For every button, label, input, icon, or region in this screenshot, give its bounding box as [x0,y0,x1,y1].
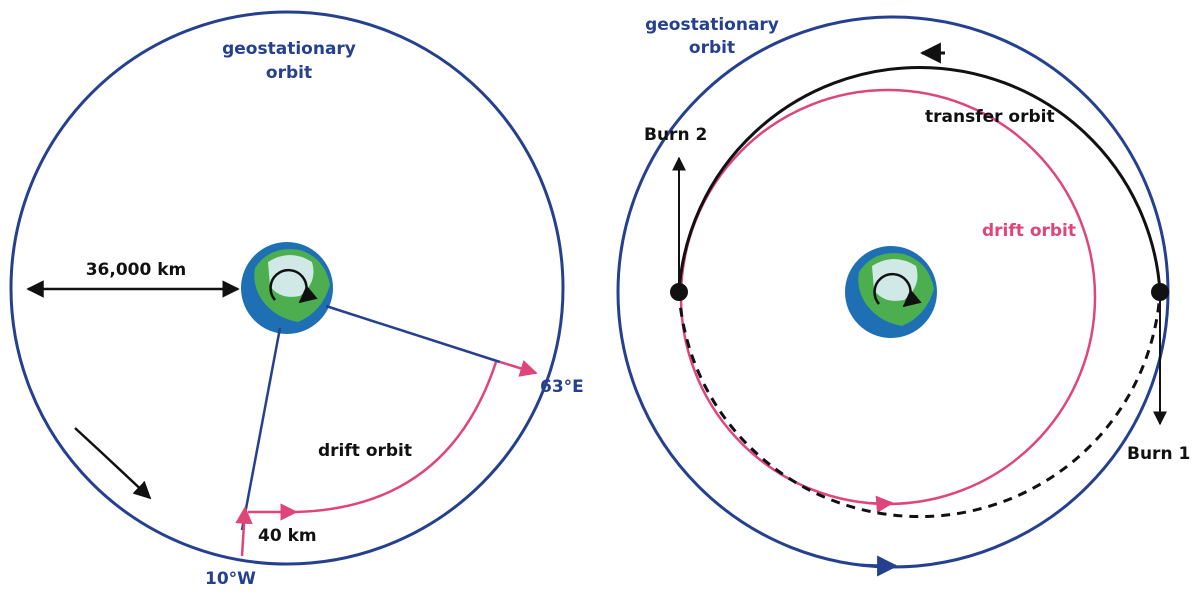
west-longitude-label: 10°W [205,569,256,589]
right-geo-label-line1: geostationary [645,15,779,35]
distance-label: 36,000 km [86,260,187,280]
left-radius-line-east [325,304,501,364]
drift-end-arrow [499,360,538,377]
left-geo-label-line1: geostationary [222,39,356,59]
drift-orbit-arc [295,361,498,514]
right-panel: geostationary orbit transfer orbit drift… [616,15,1190,577]
east-longitude-label: 63°E [540,377,584,397]
left-geo-label-line2: orbit [266,63,312,83]
transfer-orbit-lower [677,291,1162,518]
right-geo-label-line2: orbit [689,38,735,58]
burn2-label: Burn 2 [644,125,707,145]
right-drift-orbit-label: drift orbit [982,221,1076,241]
left-earth-icon [241,242,333,334]
left-drift-orbit-label: drift orbit [318,441,412,461]
drift-start-arrow [235,506,253,557]
transfer-orbit-upper [677,66,1162,293]
left-geostationary-orbit-circle [9,10,565,566]
left-radius-line-west [240,327,282,531]
right-geo-direction-arrow [859,555,899,577]
burn1-point [1151,283,1169,301]
orbit-direction-arrow [74,427,152,500]
left-panel: geostationary orbit 36,000 km 63°E drift… [9,10,584,589]
offset-label: 40 km [258,526,317,546]
burn2-point [670,283,688,301]
right-earth-icon [845,246,937,338]
right-drift-direction-arrow [869,495,894,514]
transfer-orbit-label: transfer orbit [925,107,1055,127]
burn1-label: Burn 1 [1127,444,1190,464]
